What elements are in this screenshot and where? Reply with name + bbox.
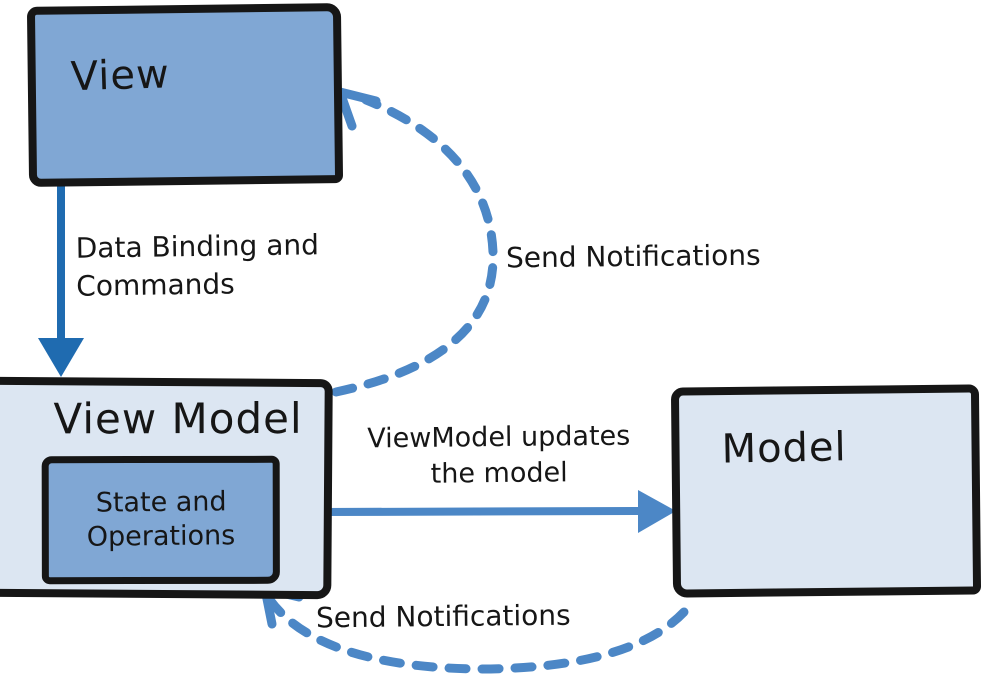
send-notifications-top-label: Send Notifications [505,238,761,275]
data-binding-label-line2: Commands [76,267,235,303]
viewmodel-updates-label-line2: the model [430,457,568,491]
state-and-operations-line1: State and [95,486,227,519]
dashed-arrow-viewmodel-to-view [331,87,498,397]
arrow-view-to-viewmodel [38,186,84,377]
data-binding-label: Data Binding and Commands [75,226,320,305]
data-binding-label-line1: Data Binding and [75,228,320,265]
state-and-operations-line2: Operations [86,520,236,553]
viewmodel-updates-label: ViewModel updates the model [340,418,659,494]
viewmodel-node: View Model State and Operations [0,376,333,600]
state-and-operations-node: State and Operations [41,455,280,585]
view-node-title: View [70,51,171,101]
arrow-viewmodel-to-model [321,490,676,533]
view-node: View [26,3,344,187]
model-node-title: Model [721,424,848,473]
send-notifications-bottom-label: Send Notifications [315,598,571,635]
model-node: Model [670,384,982,598]
viewmodel-updates-label-line1: ViewModel updates [367,420,631,455]
viewmodel-node-title: View Model [53,393,303,444]
